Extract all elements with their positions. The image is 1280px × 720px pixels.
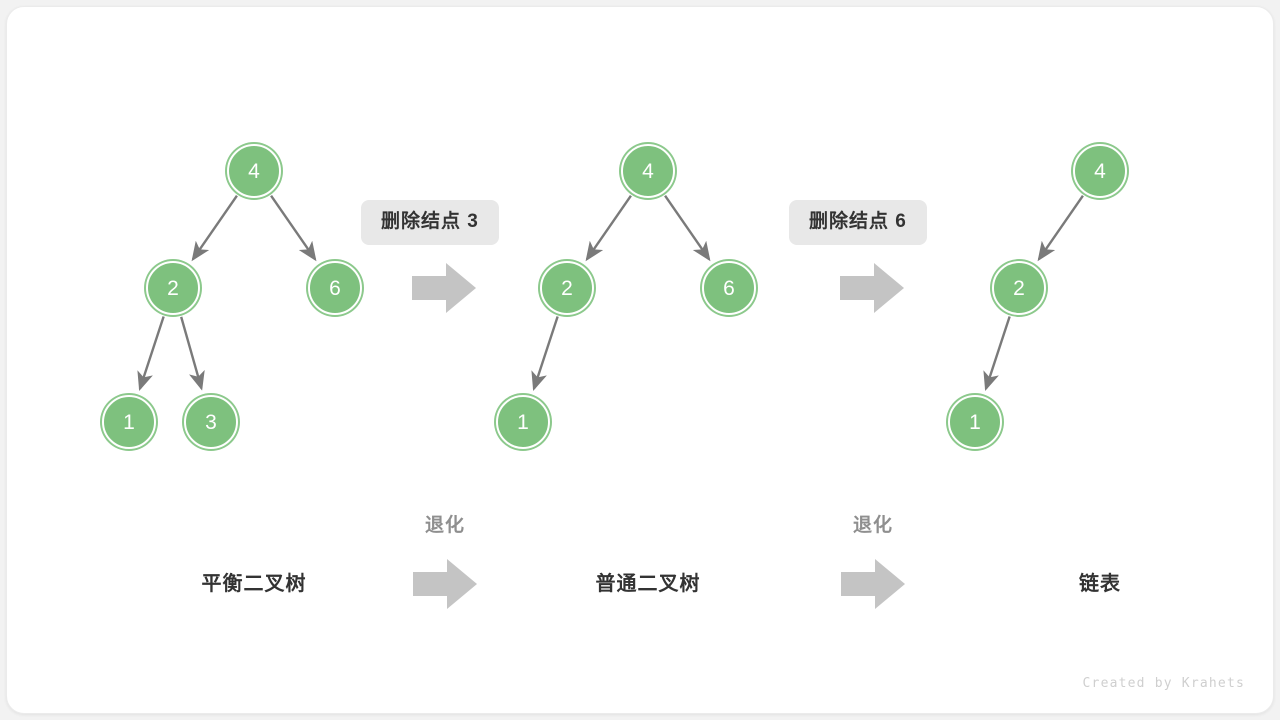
- arrow-body: [840, 276, 878, 300]
- op-arrow-delete-3: [412, 263, 476, 313]
- tree-node: 4: [1073, 144, 1127, 198]
- transition-arrow-2: [841, 559, 905, 609]
- tree-node: 6: [308, 261, 362, 315]
- arrow-head: [874, 263, 904, 313]
- tree-node: 3: [184, 395, 238, 449]
- arrow-head: [446, 263, 476, 313]
- tree-edge: [180, 316, 205, 391]
- tree-edge: [270, 194, 317, 262]
- op-chip-delete-6: 删除结点 6: [789, 200, 927, 245]
- tree-node: 1: [102, 395, 156, 449]
- transition-label-2: 退化: [852, 515, 894, 536]
- arrow-head: [875, 559, 905, 609]
- tree-edge: [664, 194, 711, 262]
- transition-arrow-1: [413, 559, 477, 609]
- tree-edge: [137, 316, 165, 392]
- tree-node: 2: [540, 261, 594, 315]
- tree-node: 4: [227, 144, 281, 198]
- tree-edge: [983, 316, 1011, 392]
- tree-edge: [191, 194, 238, 262]
- op-arrow-delete-6: [840, 263, 904, 313]
- arrow-body: [412, 276, 450, 300]
- tree-edge: [531, 316, 559, 392]
- tree-node: 4: [621, 144, 675, 198]
- arrow-head: [447, 559, 477, 609]
- tree-node: 6: [702, 261, 756, 315]
- tree-node: 2: [146, 261, 200, 315]
- tree-node: 1: [496, 395, 550, 449]
- caption-linked-list: 链表: [1079, 573, 1121, 595]
- transition-label-1: 退化: [424, 515, 466, 536]
- watermark-credit: Created by Krahets: [1082, 676, 1245, 691]
- op-chip-delete-3: 删除结点 3: [361, 200, 499, 245]
- tree-node: 2: [992, 261, 1046, 315]
- caption-balanced-tree: 平衡二叉树: [201, 573, 307, 595]
- tree-node: 1: [948, 395, 1002, 449]
- tree-edge: [1037, 194, 1084, 262]
- edges-group: [137, 194, 1084, 392]
- arrow-body: [841, 572, 879, 596]
- arrow-body: [413, 572, 451, 596]
- tree-edge: [585, 194, 632, 262]
- caption-ordinary-tree: 普通二叉树: [595, 573, 701, 595]
- tree-edges-layer: [137, 194, 1084, 392]
